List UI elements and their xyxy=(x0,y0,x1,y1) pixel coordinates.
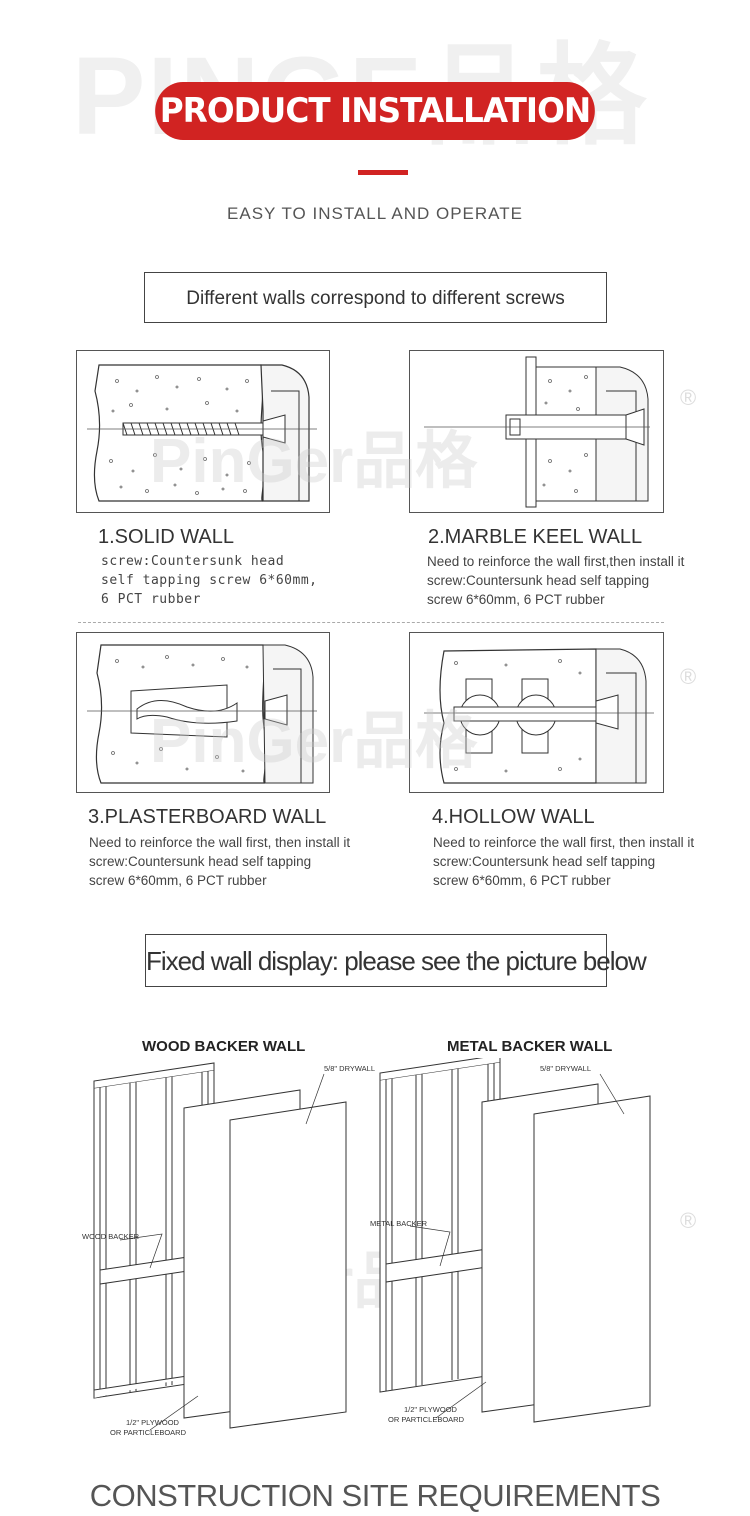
screws-heading-box: Different walls correspond to different … xyxy=(144,272,607,323)
wall-4-line-1: Need to reinforce the wall first, then i… xyxy=(433,835,695,850)
page-subtitle: EASY TO INSTALL AND OPERATE xyxy=(227,204,523,223)
construction-title: CONSTRUCTION SITE REQUIREMENTS xyxy=(89,1478,661,1513)
wall-2-title: 2.MARBLE KEEL WALL xyxy=(428,526,643,548)
wall-2-line-3: screw 6*60mm, 6 PCT rubber xyxy=(427,592,605,607)
wall-4-title: 4.HOLLOW WALL xyxy=(432,806,595,828)
marble-keel-wall-diagram xyxy=(409,350,664,513)
registered-mark: ® xyxy=(680,385,697,410)
metal-backer-label: METAL BACKER xyxy=(370,1219,428,1228)
wall-3-line-2: screw:Countersunk head self tapping xyxy=(89,854,312,869)
watermark-mid-1: PinGer品格 xyxy=(150,427,478,496)
section-divider xyxy=(78,622,664,623)
fixed-wall-heading-box: Fixed wall display: please see the pictu… xyxy=(145,934,647,987)
wood-backer-illustration xyxy=(93,1062,347,1431)
wall-3-title: 3.PLASTERBOARD WALL xyxy=(88,806,327,828)
wall-1-line-1: screw:Countersunk head xyxy=(101,554,285,569)
metal-backer-title: METAL BACKER WALL xyxy=(447,1038,613,1055)
metal-backer-illustration xyxy=(379,1058,651,1423)
registered-mark: ® xyxy=(680,664,697,689)
wood-backer-title: WOOD BACKER WALL xyxy=(142,1038,306,1055)
wall-2-desc: Need to reinforce the wall first,then in… xyxy=(427,552,684,609)
wall-2-line-2: screw:Countersunk head self tapping xyxy=(427,573,650,588)
metal-drywall-label: 5/8" DRYWALL xyxy=(540,1064,592,1073)
wall-4-line-3: screw 6*60mm, 6 PCT rubber xyxy=(433,873,611,888)
solid-wall-diagram xyxy=(76,350,330,513)
wall-1-line-2: self tapping screw 6*60mm, xyxy=(101,573,318,588)
wall-1-line-3: 6 PCT rubber xyxy=(101,592,201,607)
wood-plywood-label-1: 1/2" PLYWOOD xyxy=(126,1418,179,1427)
wall-3-desc: Need to reinforce the wall first, then i… xyxy=(89,833,350,890)
hollow-wall-diagram xyxy=(409,632,664,793)
plasterboard-wall-diagram xyxy=(76,632,330,793)
wood-backer-label: WOOD BACKER xyxy=(82,1232,140,1241)
page-title-banner: PRODUCT INSTALLATION xyxy=(155,82,595,140)
registered-mark: ® xyxy=(680,1208,697,1233)
wall-2-line-1: Need to reinforce the wall first,then in… xyxy=(427,554,685,569)
wood-plywood-label-2: OR PARTICLEBOARD xyxy=(110,1428,186,1437)
wall-3-line-3: screw 6*60mm, 6 PCT rubber xyxy=(89,873,267,888)
metal-plywood-label-2: OR PARTICLEBOARD xyxy=(388,1415,464,1424)
wall-4-line-2: screw:Countersunk head self tapping xyxy=(433,854,656,869)
wall-1-title: 1.SOLID WALL xyxy=(98,526,234,548)
wall-3-line-1: Need to reinforce the wall first, then i… xyxy=(89,835,351,850)
title-divider xyxy=(358,170,408,175)
wood-drywall-label: 5/8" DRYWALL xyxy=(324,1064,376,1073)
wall-1-desc: screw:Countersunk head self tapping scre… xyxy=(101,552,318,609)
wall-4-desc: Need to reinforce the wall first, then i… xyxy=(433,833,694,890)
watermark-mid-2: PinGer品格 xyxy=(150,707,478,776)
metal-plywood-label-1: 1/2" PLYWOOD xyxy=(404,1405,457,1414)
